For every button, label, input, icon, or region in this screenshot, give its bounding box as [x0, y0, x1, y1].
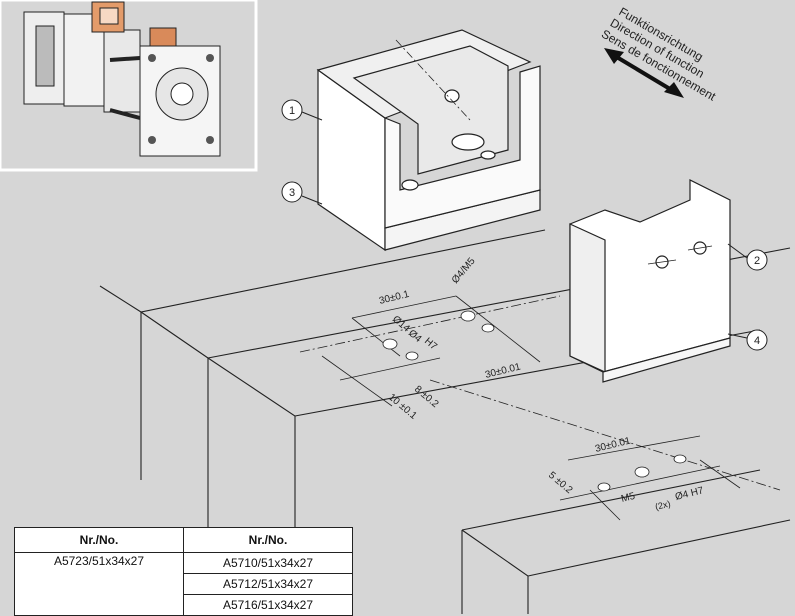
table-cell-right-item: A5712/51x34x27: [183, 573, 353, 595]
svg-text:2: 2: [754, 255, 760, 267]
lower-dimension-labels: 30±0.01 5 ±0.2 M5 Ø4 H7 (2x): [546, 435, 705, 512]
upper-dimension-labels: 30±0.1 Ø4/M5 Ø14 Ø4 H7 30±0.01 8 ±0.2 10…: [378, 256, 522, 422]
callout-1: 1: [281, 99, 323, 121]
mold-plate-lines: [99, 229, 791, 614]
svg-text:1: 1: [289, 105, 295, 117]
dim-bore-b: Ø4 H7: [674, 485, 705, 503]
dim-thread-b: M5: [620, 491, 637, 505]
lower-dimension-group: [559, 435, 741, 521]
inset-mold-illustration: [0, 0, 258, 172]
upper-dimension-group: [299, 295, 781, 491]
callout-3: 3: [281, 181, 323, 205]
table-cell-right-item: A5710/51x34x27: [183, 552, 353, 574]
dim-offset-8: 8 ±0.2: [412, 384, 441, 411]
direction-arrow: [604, 48, 684, 98]
callout-4: 4: [727, 329, 768, 351]
table-cell-right-item: A5716/51x34x27: [183, 594, 353, 616]
svg-text:4: 4: [754, 335, 760, 347]
dim-count-b: (2x): [654, 498, 671, 511]
dim-thread-a: Ø4/M5: [450, 256, 478, 286]
article-number-table: Nr./No. Nr./No. A5723/51x34x27 A5710/51x…: [14, 527, 353, 616]
svg-text:3: 3: [289, 187, 295, 199]
table-header-left: Nr./No.: [14, 527, 184, 553]
dim-offset-5: 5 ±0.2: [546, 470, 575, 497]
l-block-part-2: [569, 179, 731, 383]
dim-top-width: 30±0.1: [378, 289, 411, 307]
dim-bore-a: Ø4: [406, 328, 424, 345]
callout-2: 2: [727, 243, 768, 271]
u-block-part-1: [316, 29, 541, 252]
dim-fit-a: H7: [422, 336, 439, 353]
table-cell-left-item: A5723/51x34x27: [14, 552, 184, 616]
table-header-right: Nr./No.: [183, 527, 353, 553]
